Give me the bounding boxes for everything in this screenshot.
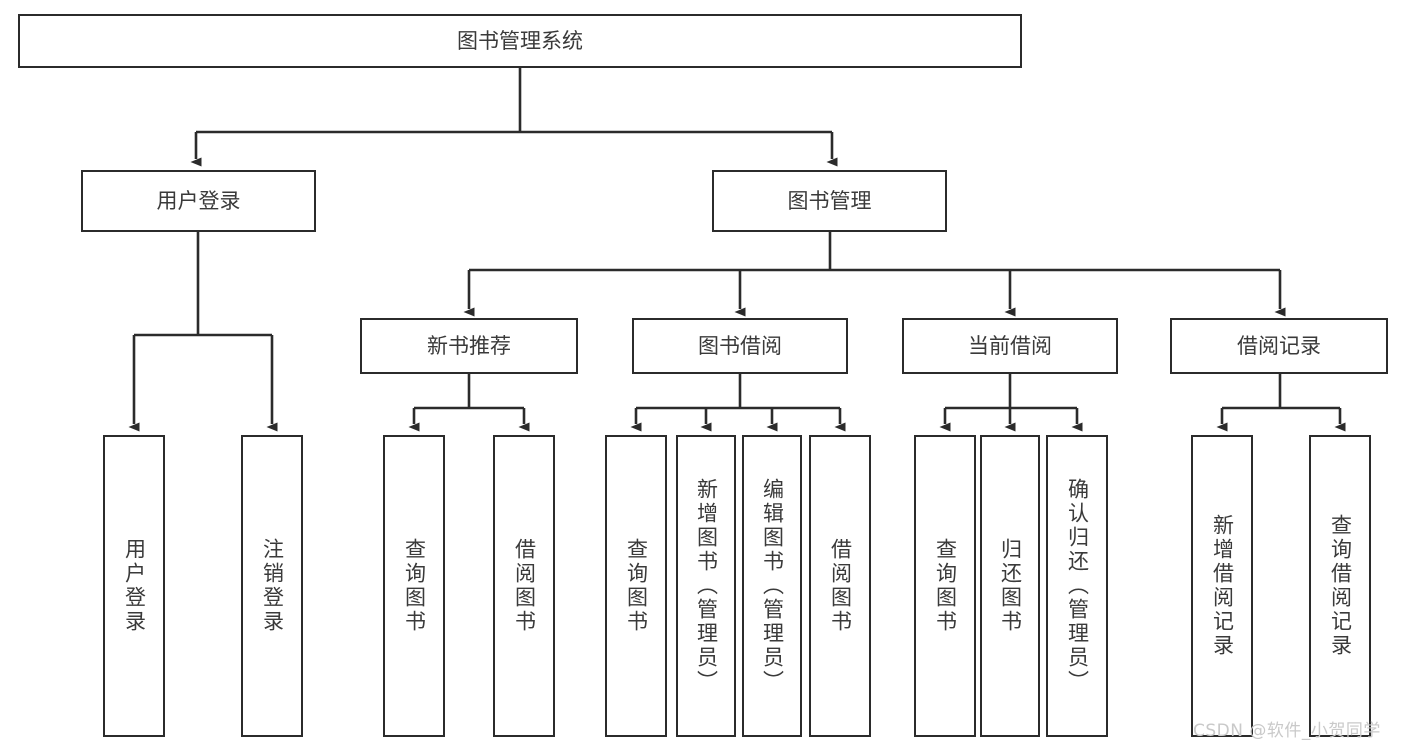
node-label: 图书管理: [787, 188, 872, 213]
node-label: 用户登录: [156, 188, 241, 213]
node-label: 借阅图书: [512, 538, 537, 634]
leaf-confirm-return-admin[interactable]: 确认归还（管理员）: [1046, 435, 1108, 737]
node-label: 编辑图书（管理员）: [760, 478, 785, 694]
node-root-system[interactable]: 图书管理系统: [18, 14, 1022, 68]
node-label: 当前借阅: [968, 333, 1052, 358]
node-label: 查询图书: [624, 538, 649, 634]
leaf-return-book[interactable]: 归还图书: [980, 435, 1040, 737]
leaf-logout[interactable]: 注销登录: [241, 435, 303, 737]
node-new-book-recommend[interactable]: 新书推荐: [360, 318, 578, 374]
leaf-borrow-book-1[interactable]: 借阅图书: [493, 435, 555, 737]
node-label: 查询图书: [402, 538, 427, 634]
leaf-query-borrow-record[interactable]: 查询借阅记录: [1309, 435, 1371, 737]
node-label: 借阅图书: [828, 538, 853, 634]
node-user-login[interactable]: 用户登录: [81, 170, 316, 232]
node-book-management[interactable]: 图书管理: [712, 170, 947, 232]
node-book-borrow[interactable]: 图书借阅: [632, 318, 848, 374]
leaf-edit-book-admin[interactable]: 编辑图书（管理员）: [742, 435, 802, 737]
leaf-query-book-1[interactable]: 查询图书: [383, 435, 445, 737]
node-label: 图书借阅: [698, 333, 782, 358]
node-label: 用户登录: [122, 538, 147, 634]
leaf-borrow-book-2[interactable]: 借阅图书: [809, 435, 871, 737]
node-label: 图书管理系统: [457, 28, 583, 53]
node-current-borrow[interactable]: 当前借阅: [902, 318, 1118, 374]
node-borrow-record[interactable]: 借阅记录: [1170, 318, 1388, 374]
csdn-watermark: CSDN @软件_小贺同学: [1193, 721, 1381, 741]
node-label: 新增借阅记录: [1210, 514, 1235, 658]
leaf-user-login[interactable]: 用户登录: [103, 435, 165, 737]
node-label: 新书推荐: [427, 333, 511, 358]
node-label: 注销登录: [260, 538, 285, 634]
leaf-add-book-admin[interactable]: 新增图书（管理员）: [676, 435, 736, 737]
node-label: 归还图书: [998, 538, 1023, 634]
leaf-query-book-2[interactable]: 查询图书: [605, 435, 667, 737]
node-label: 查询借阅记录: [1328, 514, 1353, 658]
node-label: 查询图书: [933, 538, 958, 634]
node-label: 借阅记录: [1237, 333, 1321, 358]
leaf-add-borrow-record[interactable]: 新增借阅记录: [1191, 435, 1253, 737]
node-label: 新增图书（管理员）: [694, 478, 719, 694]
leaf-query-book-3[interactable]: 查询图书: [914, 435, 976, 737]
node-label: 确认归还（管理员）: [1065, 478, 1090, 694]
